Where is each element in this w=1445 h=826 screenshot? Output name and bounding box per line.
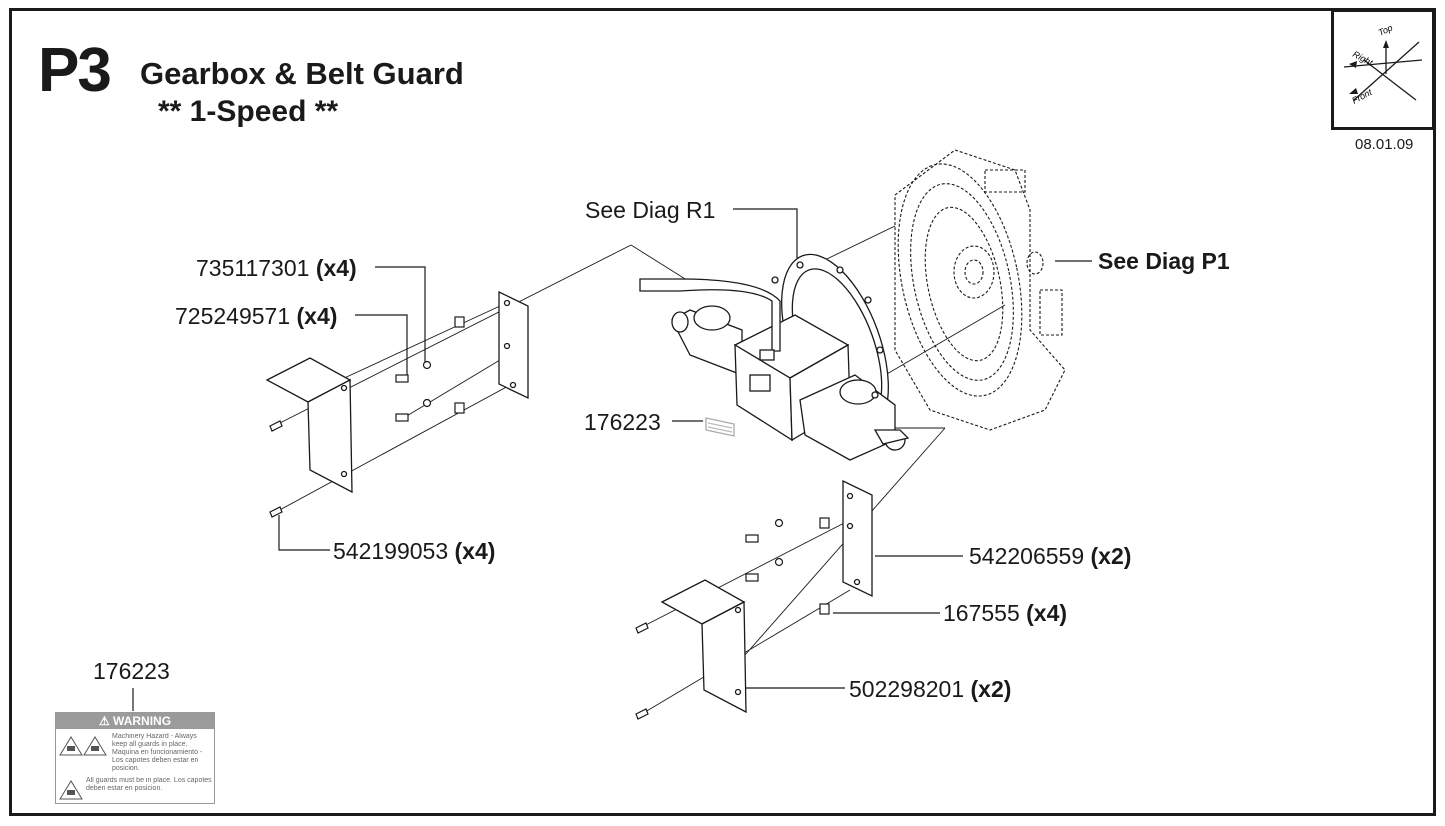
right-hardware	[635, 517, 830, 720]
orientation-indicator: Top Right Front	[1331, 9, 1435, 130]
warning-pictograms	[59, 736, 107, 800]
orientation-axes-icon: Top Right Front	[1343, 23, 1423, 106]
revision-date: 08.01.09	[1355, 136, 1414, 153]
left-guard-plate	[498, 290, 529, 400]
gearbox-assembly	[639, 253, 910, 461]
callout-176223-decal: 176223	[584, 409, 661, 435]
warning-text-1: Machinery Hazard - Always keep all guard…	[112, 733, 203, 772]
warning-text-2: All guards must be in place. Los capotes…	[86, 777, 212, 792]
page-subtitle: ** 1-Speed **	[158, 95, 339, 128]
leader-lines	[132, 208, 1092, 711]
callout-725249571: 725249571 (x4)	[175, 303, 338, 329]
right-guard-cover	[660, 579, 747, 714]
page-code: P3	[38, 36, 112, 105]
warning-triangle-icon: ⚠	[98, 714, 110, 728]
right-guard-plate	[842, 479, 873, 598]
left-hardware	[269, 316, 465, 518]
pulley-housing	[894, 149, 1066, 431]
callout-542199053: 542199053 (x4)	[333, 538, 496, 564]
warning-decal-header: ⚠ WARNING	[56, 713, 214, 729]
callout-167555: 167555 (x4)	[943, 600, 1068, 626]
warning-decal-part-number: 176223	[93, 658, 170, 684]
callout-735117301: 735117301 (x4)	[196, 255, 357, 281]
assembly-axis-lines	[275, 225, 1006, 716]
page-title: Gearbox & Belt Guard	[140, 56, 464, 91]
callout-502298201: 502298201 (x2)	[849, 676, 1012, 702]
callout-542206559: 542206559 (x2)	[969, 543, 1132, 569]
warning-decal: ⚠ WARNING Machinery Hazard - Always keep…	[55, 712, 215, 804]
callout-see-diag-p1: See Diag P1	[1098, 248, 1230, 274]
drawing-frame	[9, 8, 1436, 816]
left-guard-cover	[265, 357, 353, 494]
warning-heading: WARNING	[113, 714, 172, 728]
callout-see-diag-r1: See Diag R1	[585, 197, 716, 223]
